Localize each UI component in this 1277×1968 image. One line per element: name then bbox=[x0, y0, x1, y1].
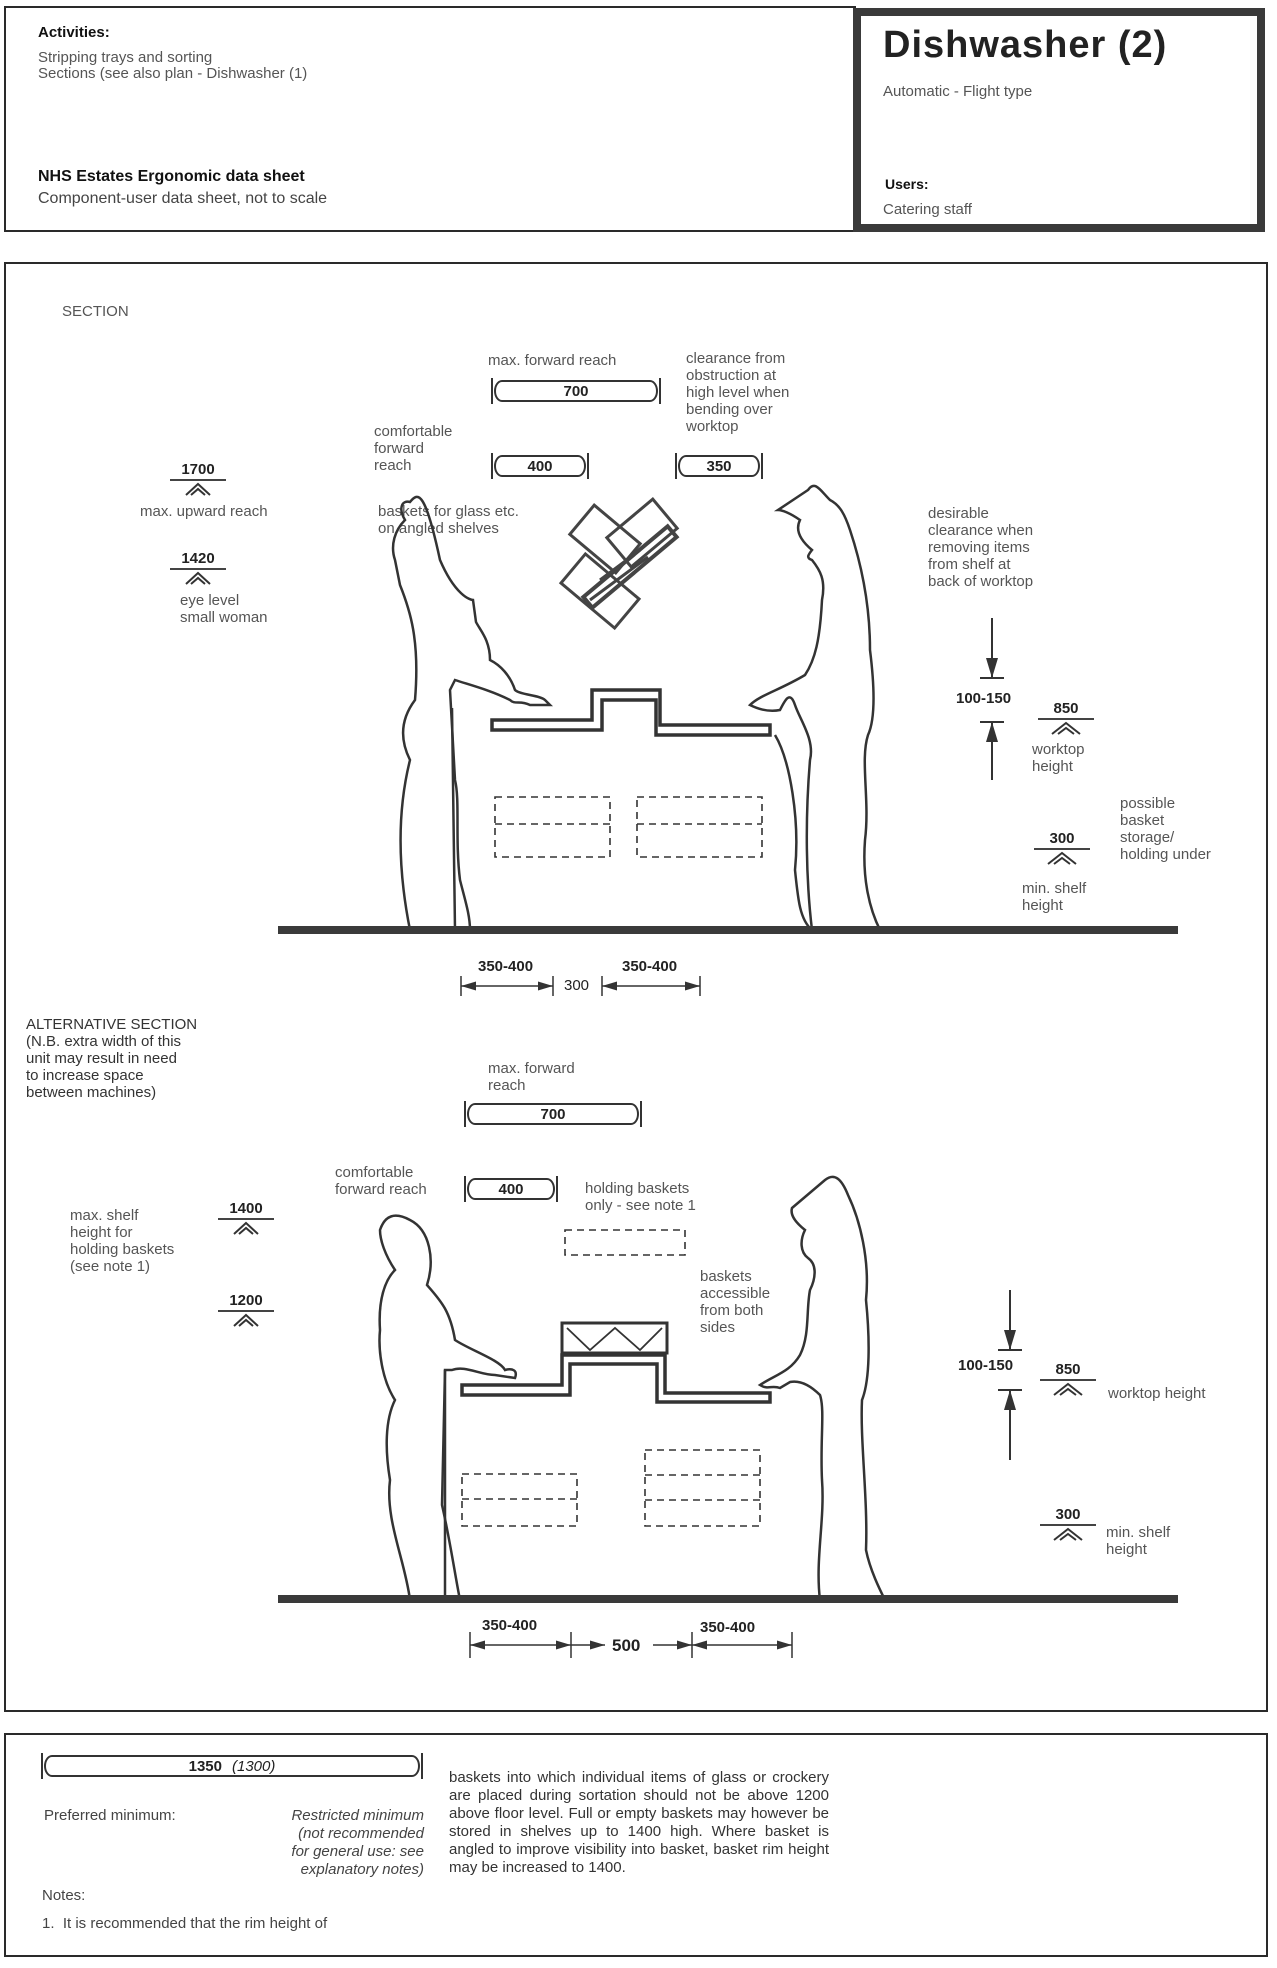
alt-max-forward-reach-dimension: 700 bbox=[464, 1101, 642, 1127]
small-woman-silhouette bbox=[391, 495, 554, 931]
catering-staff-silhouette bbox=[747, 484, 882, 931]
page-title: Dishwasher (2) bbox=[883, 24, 1168, 66]
section-drawing bbox=[278, 484, 1178, 996]
alt-max-shelf-label: max. shelf height for holding baskets (s… bbox=[70, 1207, 175, 1275]
alt-section-label: ALTERNATIVE SECTION (N.B. extra width of… bbox=[26, 1016, 198, 1101]
alt-worktop-height-label: worktop height bbox=[1108, 1385, 1206, 1402]
notes-heading: Notes: bbox=[42, 1887, 86, 1904]
cabinet-outline bbox=[450, 707, 813, 931]
eye-level-label: eye level small woman bbox=[180, 592, 268, 626]
level-marker-icon bbox=[1047, 851, 1077, 865]
alt-small-woman-silhouette bbox=[378, 1214, 517, 1601]
min-shelf-label: min. shelf height bbox=[1022, 880, 1087, 914]
upward-reach-value: 1700 bbox=[170, 461, 226, 481]
alt-floor-line bbox=[278, 1595, 1178, 1603]
drawing-frame bbox=[4, 262, 1268, 1712]
header-info-box: Activities: Stripping trays and sorting … bbox=[4, 6, 856, 232]
clearance-range-value: 100-150 bbox=[956, 690, 1012, 707]
level-1200-value: 1200 bbox=[218, 1292, 274, 1312]
alt-worktop-height-level: 850 bbox=[1040, 1361, 1096, 1396]
section-dimension-lines bbox=[460, 976, 701, 996]
clearance-label: clearance from obstruction at high level… bbox=[686, 350, 790, 435]
note-1-start: 1. It is recommended that the rim height… bbox=[42, 1915, 328, 1932]
min-shelf-level: 300 bbox=[1034, 830, 1090, 865]
upward-reach-label: max. upward reach bbox=[140, 503, 268, 520]
level-marker-icon bbox=[185, 571, 211, 585]
eye-level-value: 1420 bbox=[170, 550, 226, 570]
max-forward-reach-label: max. forward reach bbox=[488, 352, 617, 369]
alt-accessible-label: baskets accessible from both sides bbox=[700, 1268, 771, 1336]
width-value: 1350 bbox=[188, 1757, 222, 1775]
alt-comfortable-reach-dimension: 400 bbox=[464, 1176, 558, 1202]
notes-box: 1350 (1300) Preferred minimum: Restricte… bbox=[4, 1733, 1268, 1957]
baskets-label: baskets for glass etc. on angled shelves bbox=[378, 503, 519, 537]
alt-max-shelf-level: 1400 bbox=[218, 1200, 274, 1235]
width-dimension: 1350 (1300) bbox=[41, 1753, 423, 1779]
holding-basket-outline bbox=[564, 1229, 686, 1256]
alt-min-shelf-value: 300 bbox=[1040, 1506, 1096, 1526]
users-heading: Users: bbox=[885, 176, 929, 192]
storage-label: possible basket storage/ holding under bbox=[1120, 795, 1211, 863]
comfortable-reach-label: comfortable forward reach bbox=[374, 423, 453, 474]
note-1-continued: baskets into which individual items of g… bbox=[449, 1769, 829, 1876]
restricted-minimum-label: Restricted minimum (not recommended for … bbox=[291, 1807, 424, 1878]
alt-dim-left: 350-400 bbox=[482, 1617, 538, 1634]
level-1200: 1200 bbox=[218, 1292, 274, 1327]
alt-min-shelf-level: 300 bbox=[1040, 1506, 1096, 1541]
worktop-profile bbox=[490, 688, 772, 737]
floor-line bbox=[278, 926, 1178, 934]
under-basket-storage bbox=[494, 796, 763, 858]
clearance-dimension: 350 bbox=[675, 453, 763, 479]
section-label: SECTION bbox=[62, 303, 129, 320]
sheet-title: NHS Estates Ergonomic data sheet bbox=[38, 168, 305, 185]
width-restricted-value: (1300) bbox=[232, 1757, 276, 1775]
activities-heading: Activities: bbox=[38, 24, 110, 41]
alt-worktop-height-value: 850 bbox=[1040, 1361, 1096, 1381]
level-marker-icon bbox=[1053, 1527, 1083, 1541]
level-marker-icon bbox=[1053, 1382, 1083, 1396]
sheet-subtitle: Component-user data sheet, not to scale bbox=[38, 190, 328, 207]
alt-max-forward-reach-label: max. forward reach bbox=[488, 1060, 575, 1094]
alt-comfortable-reach-label: comfortable forward reach bbox=[335, 1164, 427, 1198]
alt-dim-right: 350-400 bbox=[700, 1619, 756, 1636]
min-shelf-value: 300 bbox=[1034, 830, 1090, 850]
title-box: Dishwasher (2) Automatic - Flight type U… bbox=[853, 8, 1265, 232]
alt-under-basket-storage bbox=[461, 1449, 761, 1527]
alt-dimension-lines bbox=[469, 1632, 793, 1658]
angled-baskets-icon bbox=[558, 497, 680, 631]
alt-min-shelf-label: min. shelf height bbox=[1106, 1524, 1171, 1558]
level-marker-icon bbox=[233, 1313, 259, 1327]
alt-clearance-range-value: 100-150 bbox=[958, 1357, 1014, 1374]
worktop-height-level: 850 bbox=[1038, 700, 1094, 735]
activities-text: Stripping trays and sorting Sections (se… bbox=[38, 49, 308, 82]
section-dim-middle: 300 bbox=[564, 977, 590, 994]
upward-reach-level: 1700 bbox=[170, 461, 226, 496]
alt-dim-middle: 500 bbox=[612, 1636, 641, 1655]
alt-clearance-vertical-marker bbox=[998, 1290, 1022, 1460]
level-marker-icon bbox=[233, 1221, 259, 1235]
alt-worktop-profile bbox=[460, 1321, 772, 1404]
section-dim-right: 350-400 bbox=[622, 958, 678, 975]
section-dim-left: 350-400 bbox=[478, 958, 534, 975]
level-marker-icon bbox=[1051, 721, 1081, 735]
users-text: Catering staff bbox=[883, 201, 972, 218]
alt-catering-staff-silhouette bbox=[757, 1175, 887, 1601]
max-forward-reach-dimension: 700 bbox=[491, 378, 661, 404]
page-subtitle: Automatic - Flight type bbox=[883, 83, 1033, 100]
desirable-clearance-label: desirable clearance when removing items … bbox=[928, 505, 1034, 590]
alt-holding-label: holding baskets only - see note 1 bbox=[585, 1180, 696, 1214]
preferred-minimum-label: Preferred minimum: bbox=[44, 1807, 176, 1824]
alt-max-shelf-value: 1400 bbox=[218, 1200, 274, 1220]
worktop-height-label: worktop height bbox=[1032, 741, 1085, 775]
eye-level-level: 1420 bbox=[170, 550, 226, 585]
comfortable-reach-dimension: 400 bbox=[491, 453, 589, 479]
worktop-height-value: 850 bbox=[1038, 700, 1094, 720]
clearance-vertical-marker bbox=[980, 618, 1004, 780]
level-marker-icon bbox=[185, 482, 211, 496]
